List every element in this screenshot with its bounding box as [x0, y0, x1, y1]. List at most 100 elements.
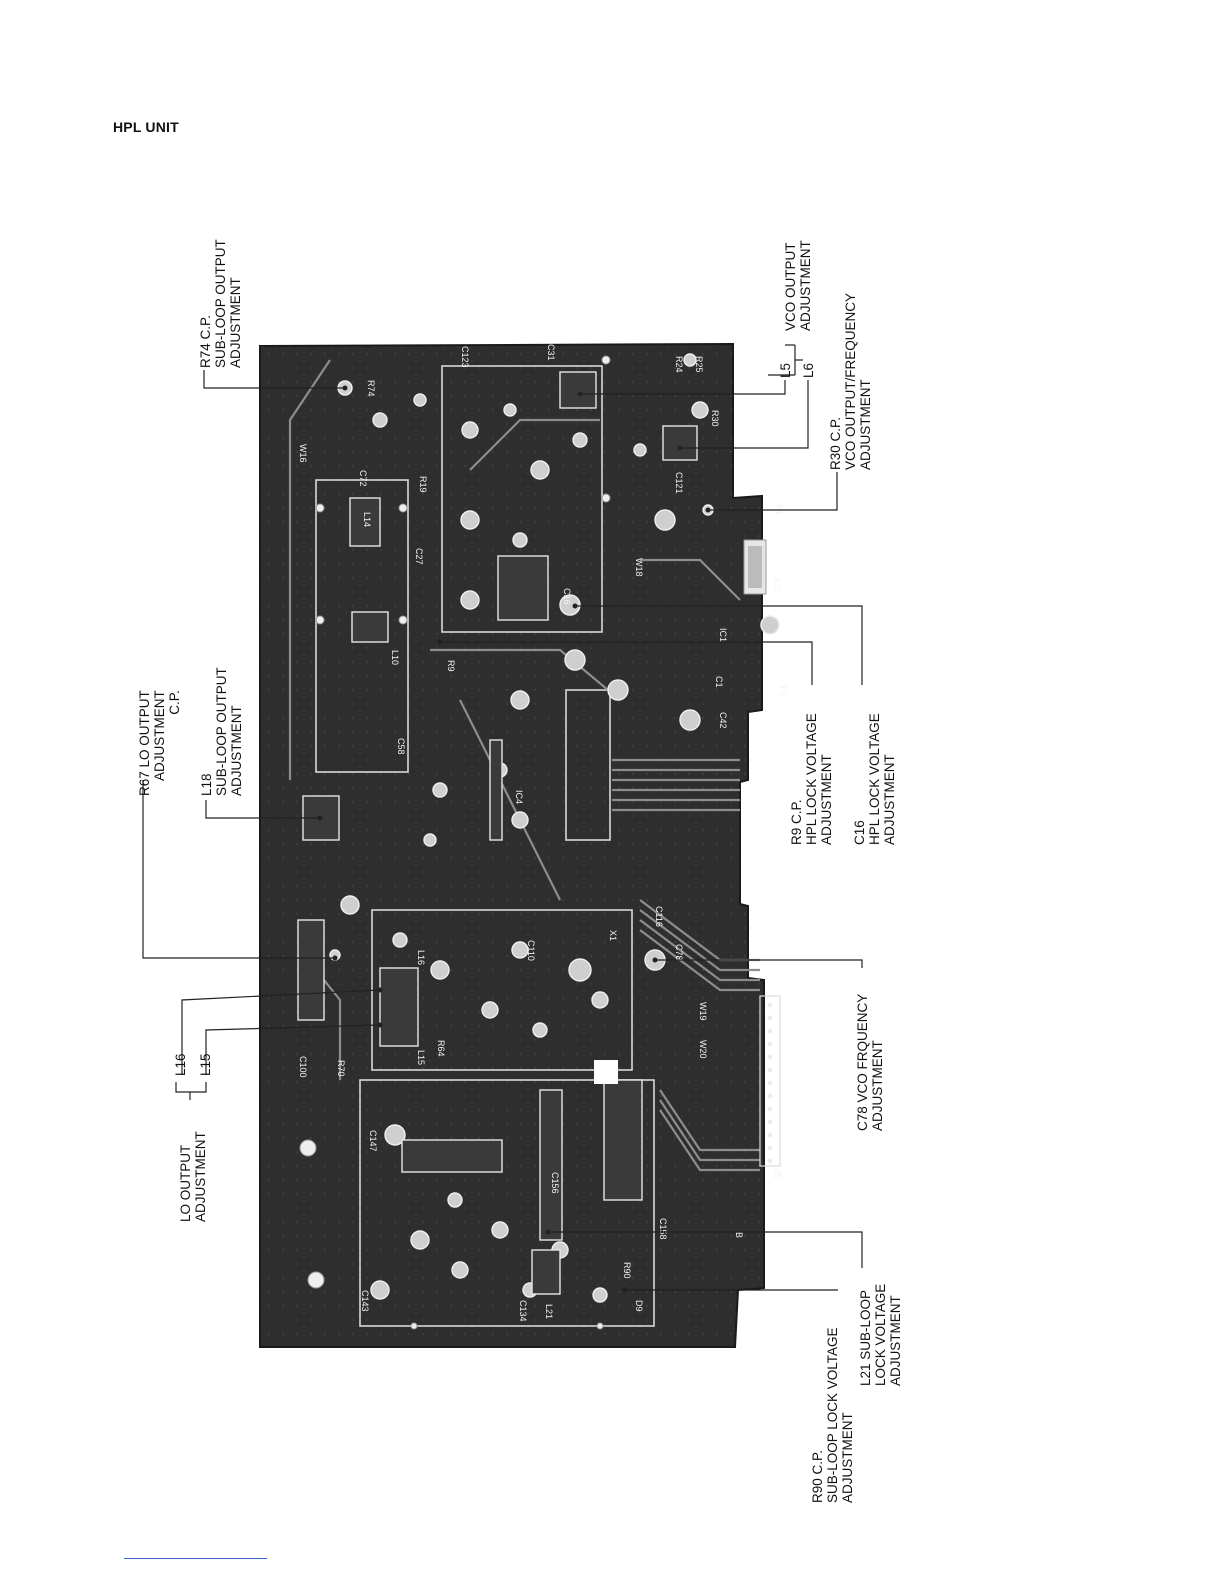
- mark-r19: R19: [418, 476, 428, 493]
- label-vco-output-line1: VCO OUTPUT: [783, 242, 798, 331]
- leader-r30: [708, 472, 838, 511]
- mark-r24: R24: [674, 356, 684, 373]
- label-r67: R67 LO OUTPUT ADJUSTMENT C.P.: [137, 690, 182, 796]
- label-r67-line1: R67 LO OUTPUT: [137, 690, 152, 796]
- mark-c42: C42: [718, 712, 728, 729]
- mark-p3: P3: [778, 686, 788, 697]
- j5-pins: [767, 1002, 773, 1164]
- label-c78: C78 VCO FRQUENCY ADJUSTMENT: [855, 994, 885, 1131]
- mark-ic4: IC4: [514, 790, 524, 804]
- leader-l16: [181, 989, 381, 1075]
- mark-r30: R30: [710, 410, 720, 427]
- footer-rule: [124, 1558, 267, 1559]
- label-l5: L5: [778, 362, 793, 378]
- j5-connector: [759, 995, 781, 1167]
- mark-w16: W16: [298, 444, 308, 463]
- mark-c58: C58: [396, 738, 406, 755]
- label-r74-line2: SUB-LOOP OUTPUT: [213, 239, 228, 368]
- callout-dots: [317, 385, 711, 1293]
- mark-c147: C147: [368, 1130, 378, 1152]
- leader-l15: [205, 1024, 381, 1075]
- label-l18-line3: ADJUSTMENT: [229, 705, 244, 796]
- label-c16: C16 HPL LOCK VOLTAGE ADJUSTMENT: [852, 713, 897, 845]
- mark-c116: C116: [654, 906, 664, 927]
- pcb-board: [259, 342, 765, 1348]
- leader-l6: [680, 380, 809, 449]
- mark-c134: C134: [518, 1300, 528, 1322]
- mark-j5: J5: [773, 1170, 783, 1180]
- label-lo-output: LO OUTPUT ADJUSTMENT: [178, 1131, 208, 1222]
- mark-r90: R90: [622, 1262, 632, 1279]
- label-r67-line2: ADJUSTMENT: [152, 690, 167, 781]
- label-r74: R74 C.P. SUB-LOOP OUTPUT ADJUSTMENT: [198, 239, 243, 368]
- mark-d9: D9: [634, 1300, 644, 1312]
- leader-l18: [205, 800, 320, 819]
- leader-c16: [575, 605, 863, 685]
- label-c78-line1: C78 VCO FRQUENCY: [855, 993, 870, 1131]
- label-r9-line1: R9 C.P.: [789, 799, 804, 845]
- label-l21-line3: ADJUSTMENT: [888, 1295, 903, 1386]
- label-r90-line2: SUB-LOOP LOCK VOLTAGE: [825, 1327, 840, 1503]
- callout-lines: [142, 344, 863, 1291]
- mark-c123: C123: [460, 346, 470, 368]
- mark-l16: L16: [416, 950, 426, 965]
- label-r90: R90 C.P. SUB-LOOP LOCK VOLTAGE ADJUSTMEN…: [810, 1327, 855, 1503]
- page-title: HPL UNIT: [113, 119, 179, 135]
- mark-r74: R74: [366, 380, 376, 397]
- mark-r9: R9: [446, 660, 456, 672]
- mark-c100: C100: [298, 1056, 308, 1078]
- label-r67-line3: C.P.: [167, 690, 182, 715]
- mark-c121: C121: [674, 472, 684, 494]
- sub-loop-lock-module: [359, 1079, 655, 1327]
- label-vco-output-line2: ADJUSTMENT: [798, 240, 813, 331]
- label-r30-line1: R30 C.P.: [828, 416, 843, 470]
- mark-c16: C16: [562, 588, 572, 605]
- leader-r9: [440, 641, 813, 685]
- leader-l21: [548, 1231, 863, 1268]
- label-l18: L18 SUB-LOOP OUTPUT ADJUSTMENT: [199, 667, 244, 796]
- mark-w18: W18: [634, 558, 644, 577]
- mark-c158: C158: [658, 1218, 668, 1240]
- sub-loop-module: [315, 479, 409, 773]
- mark-ic1: IC1: [718, 628, 728, 642]
- label-l6: L6: [801, 362, 816, 378]
- label-r74-line3: ADJUSTMENT: [228, 277, 243, 368]
- mark-c1: C1: [714, 676, 724, 688]
- leader-r74: [203, 370, 345, 389]
- mark-w20: W20: [698, 1040, 708, 1059]
- label-vco-output: VCO OUTPUT ADJUSTMENT: [783, 240, 813, 331]
- label-l15: L15: [198, 1053, 213, 1076]
- mark-l10: L10: [390, 650, 400, 665]
- label-c16-line2: HPL LOCK VOLTAGE: [867, 713, 882, 845]
- label-c16-line1: C16: [852, 820, 867, 845]
- mark-l14: L14: [362, 512, 372, 527]
- mark-ic2: IC2: [772, 578, 782, 592]
- label-r30-line2: VCO OUTPUT/FREQUENCY: [843, 292, 858, 470]
- label-r90-line1: R90 C.P.: [810, 1449, 825, 1503]
- mark-r70: R70: [336, 1060, 346, 1077]
- mark-w19: W19: [698, 1002, 708, 1021]
- leader-c78: [655, 959, 863, 968]
- label-l21-line2: LOCK VOLTAGE: [873, 1283, 888, 1386]
- label-l18-line1: L18: [199, 773, 214, 796]
- leader-r67: [142, 780, 335, 959]
- leader-l5: [580, 380, 786, 395]
- mark-c156: C156: [550, 1172, 560, 1194]
- mark-x1: X1: [608, 930, 618, 941]
- mark-r64: R64: [436, 1040, 446, 1057]
- ic3-block: [565, 689, 611, 841]
- white-pad: [594, 1060, 618, 1084]
- label-l18-line2: SUB-LOOP OUTPUT: [214, 667, 229, 796]
- label-l21-line1: L21 SUB-LOOP: [858, 1289, 873, 1386]
- label-lo-output-line1: LO OUTPUT: [178, 1144, 193, 1222]
- mark-c72: C72: [358, 470, 368, 487]
- mark-c143: C143: [360, 1290, 370, 1312]
- mark-l15: L15: [416, 1050, 426, 1065]
- mounting-holes: [299, 355, 611, 1330]
- label-lo-output-line2: ADJUSTMENT: [193, 1131, 208, 1222]
- ic2: [743, 539, 767, 595]
- mark-c27: C27: [414, 548, 424, 565]
- mark-c78: C78: [674, 944, 684, 961]
- mark-l21: L21: [544, 1304, 554, 1319]
